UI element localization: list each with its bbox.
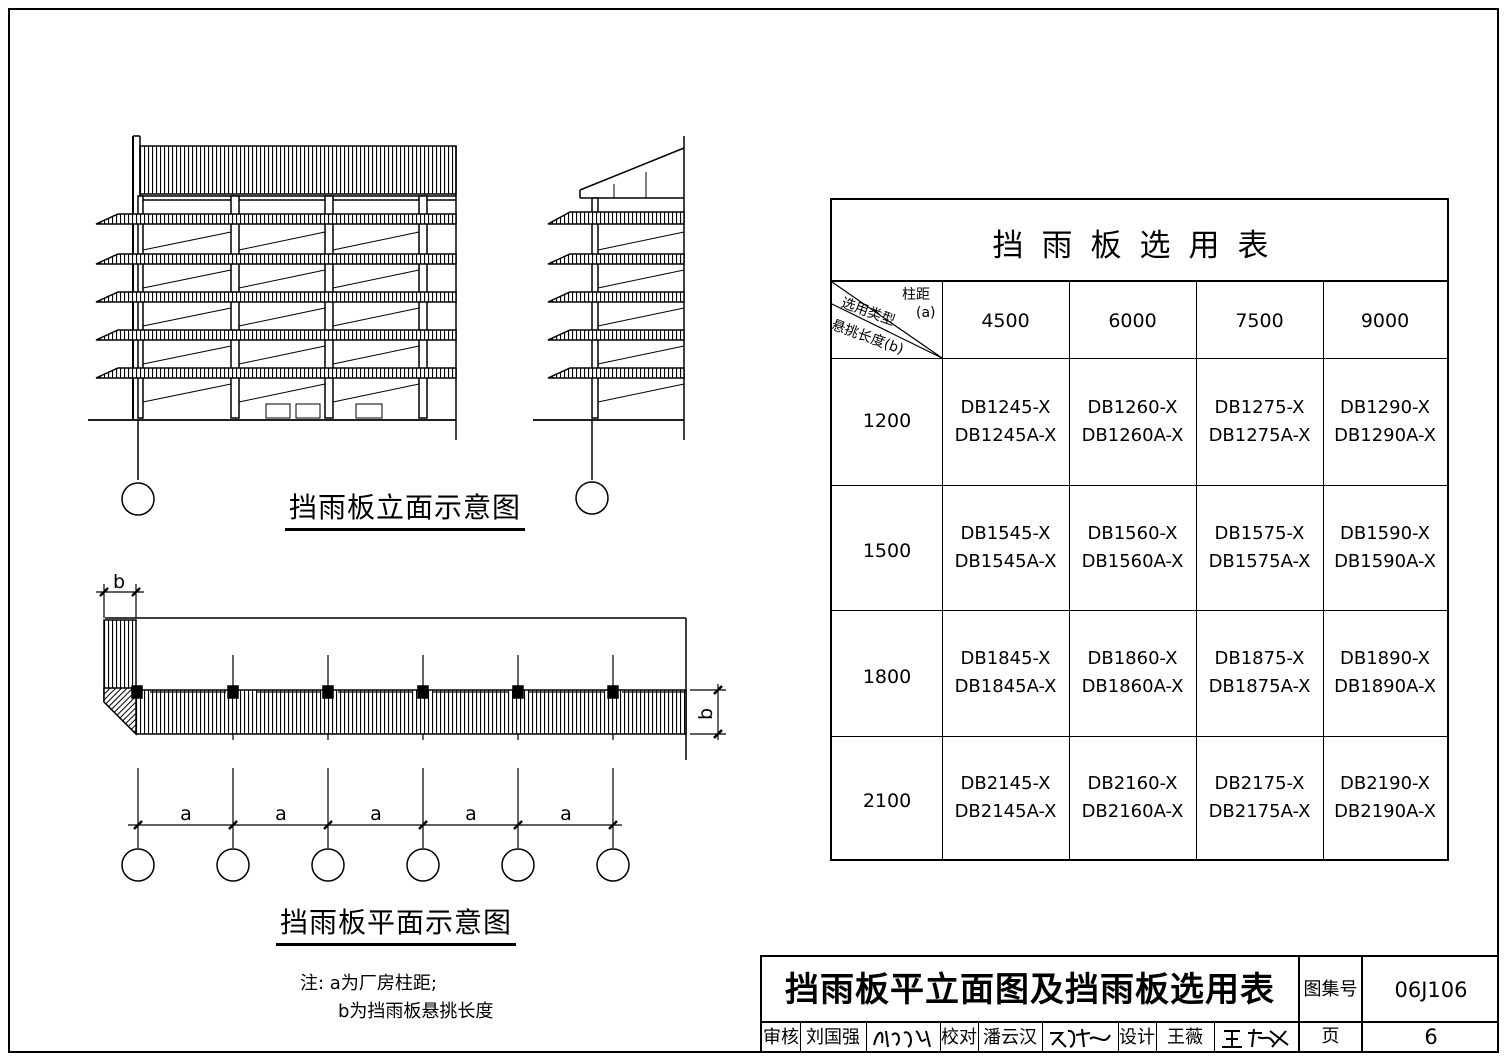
page-label: 页 — [1321, 1026, 1340, 1047]
drawing-frame — [8, 8, 1499, 1053]
reviewer-name: 刘国强 — [806, 1027, 860, 1048]
plan-dim-a-label: a — [370, 803, 382, 825]
table-rule — [942, 282, 943, 859]
table-rule — [832, 610, 1447, 611]
sheet-title: 挡雨板平立面图及挡雨板选用表 — [785, 970, 1275, 1010]
plan-dim-a-label: a — [560, 803, 572, 825]
plan-dim-b-top — [96, 584, 144, 618]
table-rule — [1196, 282, 1197, 859]
checker-name: 潘云汉 — [983, 1027, 1037, 1048]
col-header: 6000 — [1108, 310, 1157, 332]
designer-signature — [1222, 1028, 1289, 1048]
corner-top-right: 柱距 — [902, 287, 930, 303]
table-rule — [1323, 282, 1324, 859]
plan-axis-bubbles — [121, 848, 630, 882]
elevation-left-braces — [142, 231, 420, 419]
table-title: 挡雨板选用表 — [832, 200, 1447, 282]
atlas-number: 06J106 — [1394, 978, 1468, 1002]
plan-dim-b-side — [690, 684, 726, 740]
check-label: 校对 — [941, 1027, 977, 1048]
elevation-left-columns — [137, 195, 428, 419]
selection-table: 挡雨板选用表 柱距 (a) 选用类型 悬挑长度(b) 4500 6000 750… — [829, 198, 1449, 861]
elevation-right-section — [533, 136, 685, 515]
plan-axis-lines — [137, 655, 614, 848]
axis-bubble-elev-left — [121, 482, 155, 516]
elevation-left-building — [88, 135, 457, 516]
corner-top-right-sub: (a) — [916, 305, 936, 321]
checker-signature — [1050, 1028, 1111, 1048]
designer-name: 王薇 — [1167, 1027, 1203, 1048]
title-block-rule — [1298, 957, 1300, 1053]
row-header: 1500 — [862, 540, 912, 562]
reviewer-signature — [873, 1030, 931, 1048]
page-number: 6 — [1424, 1025, 1438, 1049]
elevation-caption: 挡雨板立面示意图 — [285, 490, 526, 531]
title-block-rule — [762, 1021, 1499, 1023]
table-rule — [832, 736, 1447, 737]
plan-caption: 挡雨板平面示意图 — [276, 905, 517, 946]
plan-drawing — [96, 584, 726, 882]
plan-dim-a-label: a — [465, 803, 477, 825]
row-header: 1200 — [862, 410, 912, 432]
row-header: 1800 — [862, 666, 912, 688]
axis-bubble-elev-right — [575, 481, 609, 515]
table-rule — [832, 358, 1447, 359]
table-rule — [1069, 282, 1070, 859]
title-block-rule — [1361, 957, 1363, 1053]
atlas-label: 图集号 — [1303, 979, 1358, 1000]
row-header: 2100 — [862, 790, 912, 812]
col-header: 7500 — [1235, 310, 1284, 332]
table-rule — [832, 485, 1447, 486]
elevation-left-canopies — [95, 213, 457, 379]
note-line-2: b为挡雨板悬挑长度 — [338, 1001, 494, 1022]
design-label: 设计 — [1119, 1027, 1155, 1048]
plan-dim-a-label: a — [180, 803, 192, 825]
plan-dim-b-side-label: b — [695, 708, 717, 720]
plan-dim-b-top-label: b — [113, 571, 125, 593]
col-header: 9000 — [1360, 310, 1410, 332]
title-block: 挡雨板平立面图及挡雨板选用表 图集号 06J106 页 6 审核 刘国强 校对 … — [760, 955, 1499, 1053]
note-line-1: 注: a为厂房柱距; — [300, 973, 437, 994]
col-header: 4500 — [981, 310, 1030, 332]
plan-dim-a-label: a — [275, 803, 287, 825]
table-corner-header: 柱距 (a) 选用类型 悬挑长度(b) — [829, 282, 942, 358]
review-label: 审核 — [763, 1027, 799, 1048]
plan-dim-a — [128, 820, 622, 830]
